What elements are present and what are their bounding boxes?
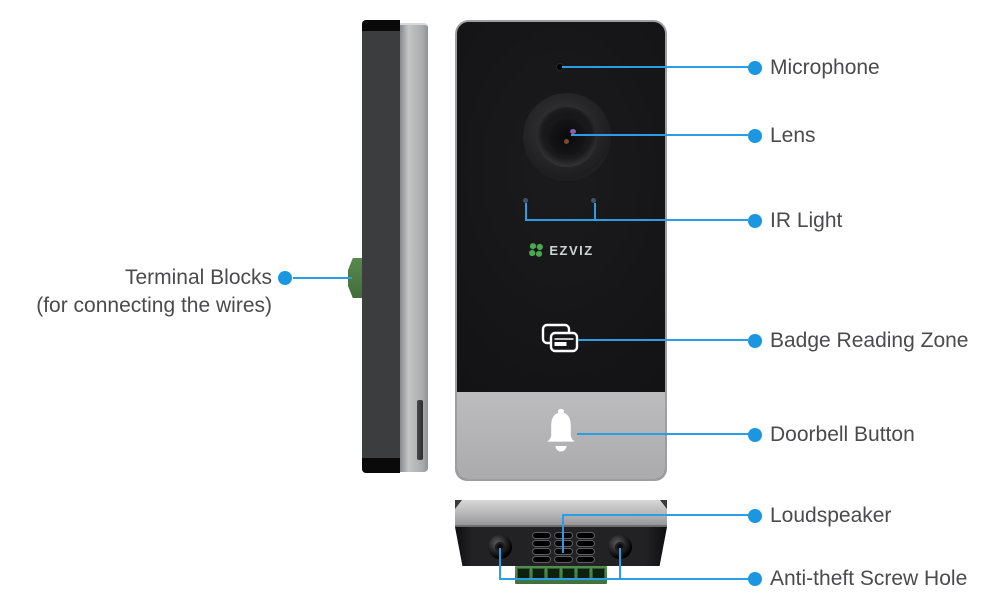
front-panel: EZVIZ [457,22,665,392]
anti-theft-screw-hole-left [488,535,512,559]
side-view-back-plate [400,23,428,472]
callout-line-lens [571,134,748,136]
callout-line-ir-right [594,203,596,220]
callout-dot-badge [748,334,762,348]
label-ir-light: IR Light [770,209,843,232]
bottom-front-edge [455,500,667,527]
label-loudspeaker: Loudspeaker [770,504,892,527]
callout-line-badge [578,339,748,341]
microphone-hole [557,64,563,70]
terminal-block-connector [515,566,607,584]
label-badge-reading-zone: Badge Reading Zone [770,329,969,352]
callout-dot-screw [748,572,762,586]
callout-line-microphone [562,66,748,68]
ir-light-right [591,198,596,203]
callout-line-ir-left [525,203,527,220]
callout-line-screw-right [619,548,621,580]
bell-icon[interactable] [543,409,579,455]
label-terminal-blocks-line2: (for connecting the wires) [36,294,272,317]
callout-line-terminal-blocks [293,277,352,279]
side-view-front-shell [362,20,400,473]
brand-logo: EZVIZ [457,241,665,259]
callout-line-screw-left [499,548,501,580]
label-terminal-blocks: Terminal Blocks (for connecting the wire… [36,264,272,320]
ezviz-flower-icon [529,243,544,257]
callout-dot-ir-light [748,214,762,228]
badge-cards-icon [541,323,579,353]
label-doorbell-button: Doorbell Button [770,423,915,446]
label-lens: Lens [770,124,816,147]
doorbell-button-area [457,392,665,479]
callout-dot-doorbell [748,428,762,442]
device-front-view: EZVIZ [455,20,667,481]
label-microphone: Microphone [770,56,880,79]
label-terminal-blocks-line1: Terminal Blocks [124,266,272,289]
camera-lens [523,93,611,181]
device-bottom-view [455,500,667,584]
callout-dot-loudspeaker [748,509,762,523]
callout-dot-microphone [748,61,762,75]
callout-dot-terminal-blocks [278,271,292,285]
label-anti-theft-screw-hole: Anti-theft Screw Hole [770,567,968,590]
callout-line-loudspeaker [562,514,748,516]
callout-line-screw [499,578,748,580]
side-view-slot [417,400,423,460]
callout-dot-lens [748,129,762,143]
bottom-shell [455,527,667,566]
callout-line-ir [525,219,748,221]
brand-logo-text: EZVIZ [549,242,594,258]
ir-light-left [523,198,528,203]
callout-line-doorbell [577,433,748,435]
callout-line-loudspeaker-v [562,515,564,553]
terminal-block-tab [348,258,363,298]
device-side-view [348,20,428,473]
